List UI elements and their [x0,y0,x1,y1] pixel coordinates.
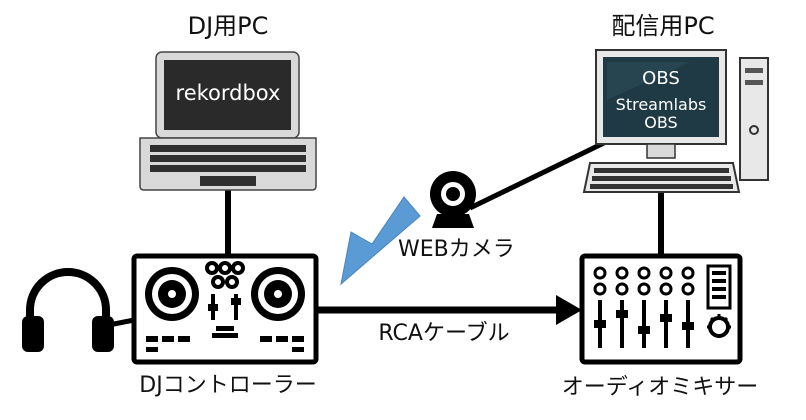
dj-controller-icon [131,253,319,365]
dj-controller-label: DJコントローラー [139,373,316,398]
webcam-label: WEBカメラ [398,237,515,262]
stream-pc-desktop [582,49,769,193]
rca-arrowhead [556,295,582,325]
stream-pc-screen-line3: OBS [644,113,677,132]
dj-pc-label: DJ用PC [188,12,269,40]
rca-cable-label: RCAケーブル [378,321,509,346]
video-feed-arrow [340,196,421,286]
headphones-icon [22,268,114,352]
stream-pc-label: 配信用PC [611,12,714,40]
mixer-label: オーディオミキサー [562,375,758,400]
stream-pc-screen-line1: OBS [642,68,680,89]
line-webcam-to-pc [468,137,612,211]
dj-pc-laptop [139,51,317,191]
audio-mixer-icon [579,253,743,365]
webcam-icon [430,171,476,228]
dj-pc-screen-text: rekordbox [176,81,281,105]
stream-pc-screen-line2: Streamlabs [616,95,707,114]
